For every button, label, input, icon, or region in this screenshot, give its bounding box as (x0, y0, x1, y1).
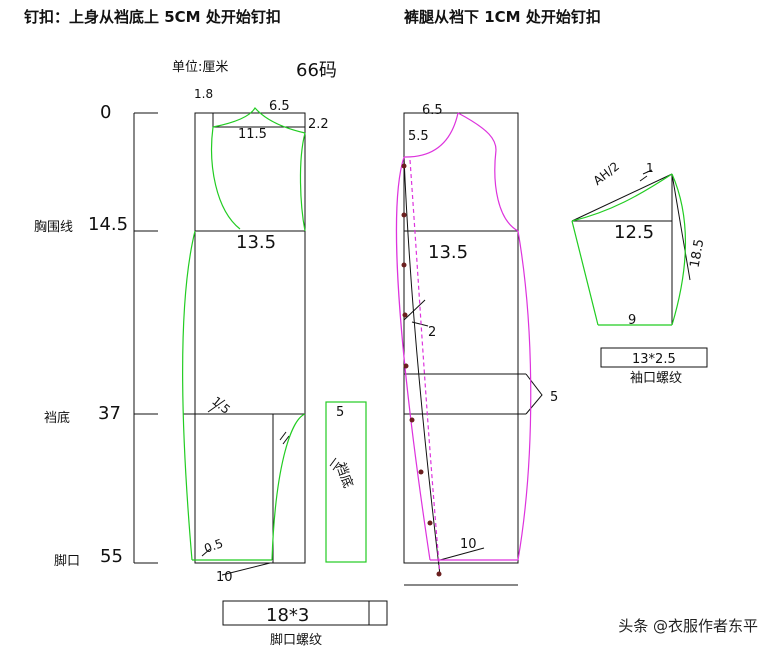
front-crotch-curve: 1.5 (209, 394, 233, 417)
back-chest-width: 13.5 (428, 242, 468, 263)
front-hem-width: 10 (216, 570, 233, 585)
front-armhole (210, 126, 241, 230)
button-marks (401, 163, 442, 577)
back-placket-offset: 2 (428, 325, 436, 340)
button-mark (403, 363, 409, 369)
back-center-curve (395, 156, 431, 561)
front-inseam-curve (271, 413, 306, 561)
sleeve-cuff: 9 (628, 313, 636, 328)
back-piece (403, 112, 543, 586)
front-neckline (212, 106, 306, 134)
back-outline (403, 112, 519, 564)
sleeve-length-line (671, 173, 691, 281)
crotch-strip (325, 401, 367, 563)
hem-rib-label: 脚口螺纹 (270, 632, 322, 648)
back-extension-arrow (525, 373, 543, 415)
level-value-chest-line: 14.5 (88, 214, 129, 235)
sleeve-cap-offset: 1 (646, 161, 654, 175)
sleeve-cap-line (571, 173, 673, 222)
level-name-hem: 脚口 (54, 554, 81, 569)
button-mark (409, 417, 415, 423)
sleeve-piece (571, 169, 691, 325)
front-shoulder-drop: 2.2 (308, 117, 329, 132)
back-side-extension: 5 (550, 390, 558, 405)
front-neck-drop: 1.8 (194, 87, 213, 101)
cuff-rib (600, 347, 708, 368)
back-curves (395, 112, 532, 576)
crotch-strip-label: 裆底 (332, 460, 356, 490)
watermark: 头条 @衣服作者东平 (618, 617, 758, 635)
hem-rib-size: 18*3 (266, 605, 309, 626)
sleeve-underarm-seam (571, 220, 599, 326)
button-mark (427, 520, 433, 526)
front-shoulder-width: 6.5 (269, 99, 290, 114)
button-mark (401, 163, 407, 169)
level-name-chest-line: 胸围线 (34, 220, 74, 235)
back-shoulder (457, 112, 497, 151)
front-side-seam-top (299, 132, 306, 232)
sleeve-width: 12.5 (614, 222, 654, 243)
back-neckline (403, 112, 459, 158)
back-placket-dashed (409, 159, 441, 576)
back-neck-width: 6.5 (422, 103, 443, 118)
hem-rib (222, 600, 388, 626)
front-hem-drop: 0.5 (202, 536, 225, 556)
front-neck-width: 11.5 (238, 127, 267, 142)
sleeve-curves (571, 173, 687, 326)
crotch-strip-width: 5 (336, 405, 344, 420)
sleeve-length: 18.5 (688, 238, 708, 269)
button-mark (401, 212, 407, 218)
heading-top-buttons: 钉扣：上身从裆底上 5CM 处开始钉扣 (24, 8, 281, 26)
level-value-top: 0 (100, 102, 112, 123)
front-curves (182, 106, 306, 561)
unit-label: 单位:厘米 (172, 60, 229, 75)
sleeve-cap-curve (571, 173, 673, 222)
level-name-crotch: 裆底 (44, 411, 71, 426)
back-hem-width: 10 (460, 537, 477, 552)
sleeve-armhole: AH/2 (591, 159, 622, 188)
level-value-hem: 55 (100, 546, 123, 567)
front-chest-width: 13.5 (236, 232, 276, 253)
back-neck-drop: 5.5 (408, 129, 429, 144)
front-center-curve (182, 230, 196, 561)
button-mark (418, 469, 424, 475)
back-placket-line (403, 156, 441, 576)
front-piece (183, 112, 306, 576)
button-mark (401, 262, 407, 268)
sleeve-outer-seam (671, 173, 687, 326)
heading-leg-buttons: 裤腿从裆下 1CM 处开始钉扣 (404, 8, 601, 26)
cuff-rib-label: 袖口螺纹 (630, 371, 682, 386)
cuff-rib-size: 13*2.5 (632, 352, 676, 367)
button-mark (402, 312, 408, 318)
back-side-curve (517, 230, 532, 561)
level-value-crotch: 37 (98, 403, 121, 424)
front-outline (194, 112, 306, 564)
size-label: 66码 (296, 60, 337, 81)
button-mark (436, 571, 442, 577)
back-armhole (494, 149, 519, 232)
height-scale (133, 112, 158, 564)
